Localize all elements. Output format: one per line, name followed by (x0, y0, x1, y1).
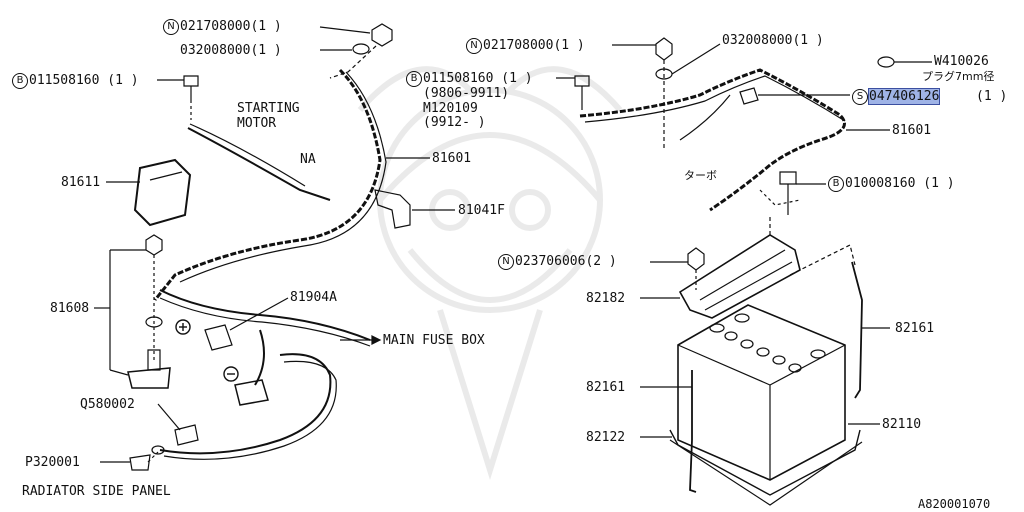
terminal-negative (234, 379, 269, 406)
rod-82161-left (689, 370, 697, 493)
bolt-010008160 (779, 171, 797, 185)
harness-81601-right (579, 68, 846, 212)
label-m120109: M120109 (423, 101, 478, 116)
label-q580002: Q580002 (80, 397, 135, 412)
label-82110: 82110 (882, 417, 922, 432)
marker-s: S (852, 89, 868, 105)
bolt-047406126 (739, 87, 759, 105)
label-032008000-right: 032008000(1 ) (722, 33, 824, 48)
marker-b: B (406, 71, 422, 87)
ground-cable (159, 353, 332, 455)
marker-n: N (163, 19, 179, 35)
label-p320001: P320001 (25, 455, 80, 470)
battery-82110 (677, 304, 846, 481)
label-radiator-side-panel: RADIATOR SIDE PANEL (22, 484, 171, 499)
negative-symbol (223, 366, 239, 382)
nut-right (655, 37, 673, 61)
bolt-q580002 (174, 424, 199, 446)
bolt-011508160-left (183, 75, 199, 87)
label-021708000-right: 021708000(1 ) (483, 38, 585, 53)
label-023706006: 023706006(2 ) (515, 254, 617, 269)
harness-81601-left (153, 68, 382, 301)
label-047406126-qty: (1 ) (976, 89, 1008, 104)
label-011508160-right: 011508160 (1 ) (423, 71, 533, 86)
label-81608: 81608 (50, 301, 90, 316)
watermark-emblem (357, 66, 623, 481)
label-turbo: ターボ (684, 169, 717, 182)
tray-82122 (669, 429, 861, 496)
label-047406126[interactable]: 047406126 (867, 88, 941, 105)
label-main-fuse-box: MAIN FUSE BOX (383, 333, 485, 348)
cover-81611 (133, 158, 192, 227)
label-82182: 82182 (586, 291, 626, 306)
label-na: NA (300, 152, 316, 167)
label-82122: 82122 (586, 430, 626, 445)
rod-82161-right (851, 261, 863, 399)
nut-81608 (145, 234, 163, 256)
label-011508160-left: 011508160 (1 ) (29, 73, 139, 88)
label-032008000-left: 032008000(1 ) (180, 43, 282, 58)
bolt-011508160-right (574, 75, 590, 87)
terminal-81608 (127, 367, 171, 389)
clip-p320001 (129, 454, 151, 471)
label-date-range-2: (9912- ) (423, 115, 486, 130)
label-w410026: W410026 (934, 54, 989, 69)
nut-left (371, 23, 393, 47)
washer-left (352, 43, 370, 55)
label-81041f: 81041F (458, 203, 505, 218)
clip-81041f (374, 189, 411, 229)
positive-symbol (175, 319, 191, 335)
label-date-range-1: (9806-9911) (423, 86, 510, 101)
label-81904a: 81904A (290, 290, 337, 305)
marker-b: B (12, 73, 28, 89)
marker-b: B (828, 176, 844, 192)
nut-023706006 (687, 247, 705, 271)
label-021708000-left: 021708000(1 ) (180, 19, 282, 34)
label-81601-left: 81601 (432, 151, 472, 166)
label-010008160: 010008160 (1 ) (845, 176, 955, 191)
terminal-81904a (204, 324, 233, 351)
label-81601-right: 81601 (892, 123, 932, 138)
label-plug-note: プラグ7mm径 (922, 70, 995, 83)
battery-caps (709, 313, 826, 373)
label-81611: 81611 (61, 175, 101, 190)
diagram-id: A820001070 (918, 497, 991, 511)
marker-n: N (498, 254, 514, 270)
label-82161-right: 82161 (895, 321, 935, 336)
grommet-w410026 (877, 56, 895, 68)
label-starting-motor: STARTING MOTOR (237, 101, 300, 131)
label-82161-left: 82161 (586, 380, 626, 395)
marker-n: N (466, 38, 482, 54)
wire-main-fuse-box (159, 289, 371, 341)
